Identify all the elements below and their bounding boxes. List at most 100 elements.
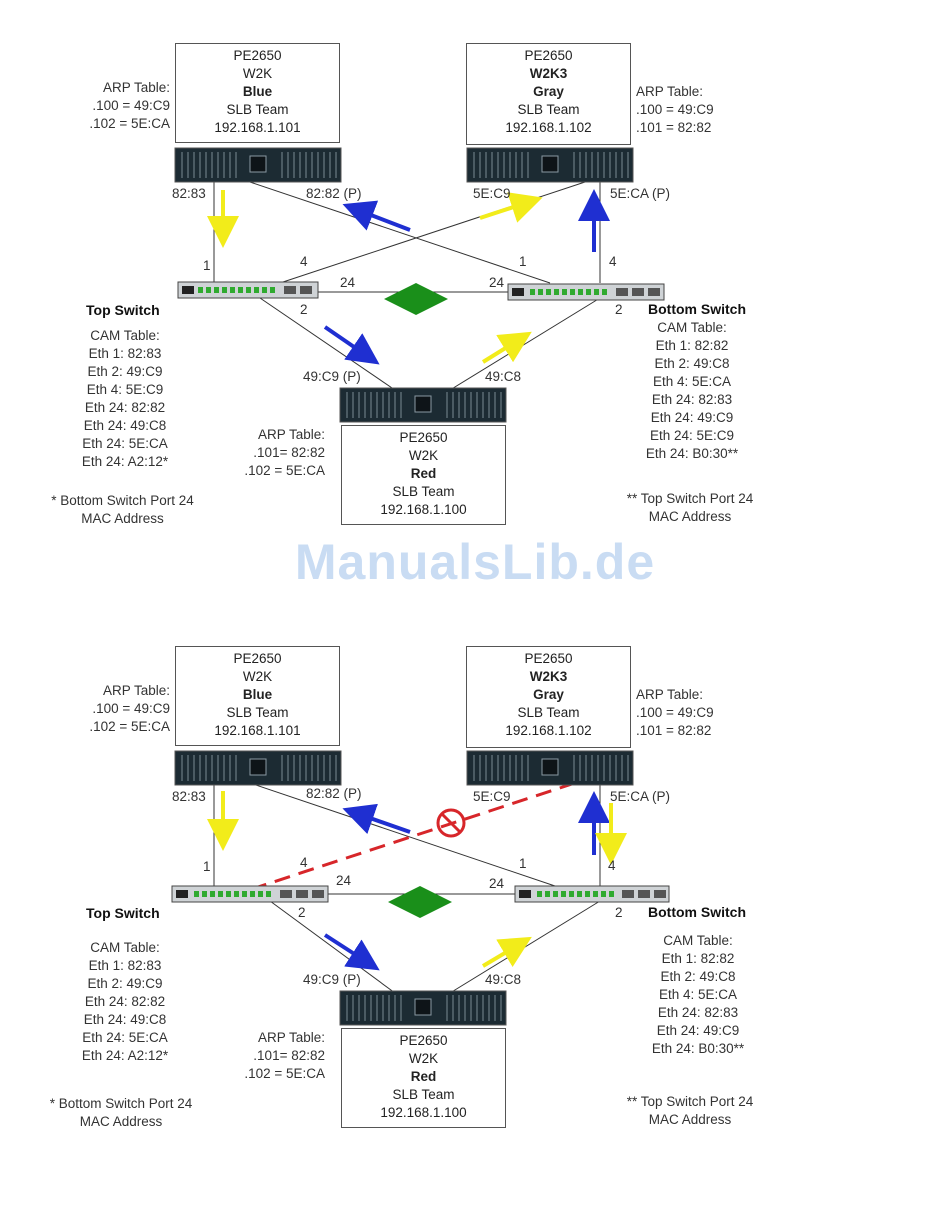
gray-team: SLB Team	[517, 705, 580, 720]
mac-gray-nic2: 5E:CA (P)	[610, 789, 671, 804]
gray-os: W2K3	[529, 669, 568, 684]
arrow-blue-to-blue	[342, 200, 411, 232]
diagram-2-graphics	[171, 750, 670, 1026]
mac-gray-nic1: 5E:C9	[473, 789, 511, 804]
gray-name: Gray	[533, 84, 564, 99]
cam-top-entry: Eth 24: 82:82	[84, 994, 166, 1009]
cam-table-top: CAM Table: Eth 1: 82:83 Eth 2: 49:C9 Eth…	[60, 327, 190, 471]
footnote-top-line: MAC Address	[81, 511, 164, 526]
footnote-bottom-line: MAC Address	[648, 1112, 732, 1127]
red-name: Red	[410, 1069, 437, 1084]
mac-red-nic1: 49:C9 (P)	[303, 369, 361, 384]
cam-top-entry: Eth 24: A2:12*	[81, 1048, 169, 1063]
mac-red-nic2: 49:C8	[485, 369, 522, 384]
arp-gray-title: ARP Table:	[636, 687, 704, 702]
mac-gray-nic1: 5E:C9	[473, 186, 511, 201]
cam-top-entry: Eth 24: A2:12*	[81, 454, 169, 469]
cam-top-entry: Eth 24: 5E:CA	[82, 1030, 168, 1045]
red-model: PE2650	[399, 430, 448, 445]
arp-gray-entry: .100 = 49:C9	[636, 705, 714, 720]
cam-top-entry: Eth 24: 5E:CA	[82, 436, 168, 451]
footnote-bottom: ** Top Switch Port 24 MAC Address	[610, 490, 770, 526]
port-bottom-2: 2	[615, 905, 623, 920]
gray-model: PE2650	[524, 651, 573, 666]
gray-server-box: PE2650 W2K3 Gray SLB Team 192.168.1.102	[466, 646, 631, 748]
arp-blue-entry: .102 = 5E:CA	[89, 116, 170, 131]
red-ip: 192.168.1.100	[380, 502, 467, 517]
gray-ip: 192.168.1.102	[505, 723, 592, 738]
cam-bottom-entry: Eth 4: 5E:CA	[652, 374, 732, 389]
cam-bottom-entry: Eth 2: 49:C8	[660, 969, 736, 984]
link-blue-bottom-port1	[249, 782, 556, 887]
port-bottom-2: 2	[615, 302, 623, 317]
red-name: Red	[410, 466, 437, 481]
red-team: SLB Team	[392, 484, 455, 499]
link-top-red-port2	[269, 900, 396, 994]
arp-red-title: ARP Table:	[257, 427, 325, 442]
red-team: SLB Team	[392, 1087, 455, 1102]
arp-table-red: ARP Table: .101= 82:82 .102 = 5E:CA	[225, 1029, 325, 1083]
footnote-bottom-line: ** Top Switch Port 24	[626, 1094, 754, 1109]
server-gray	[466, 750, 634, 786]
footnote-top-line: MAC Address	[79, 1114, 163, 1129]
red-os: W2K	[408, 448, 439, 463]
blue-team: SLB Team	[226, 705, 289, 720]
cam-top-title: CAM Table:	[90, 328, 160, 343]
mac-gray-nic2: 5E:CA (P)	[610, 186, 671, 201]
cam-top-title: CAM Table:	[90, 940, 160, 955]
cam-top-entry: Eth 24: 49:C8	[83, 418, 167, 433]
arp-gray-entry: .100 = 49:C9	[636, 102, 714, 117]
arp-blue-title: ARP Table:	[102, 80, 170, 95]
red-model: PE2650	[399, 1033, 448, 1048]
red-server-box: PE2650 W2K Red SLB Team 192.168.1.100	[341, 1028, 506, 1128]
top-switch-device	[177, 281, 319, 299]
mac-red-nic2: 49:C8	[485, 972, 522, 987]
cam-bottom-title: CAM Table:	[657, 320, 727, 335]
arp-table-red: ARP Table: .101= 82:82 .102 = 5E:CA	[225, 426, 325, 480]
red-os: W2K	[408, 1051, 439, 1066]
port-top-24: 24	[336, 873, 352, 888]
cam-bottom-entry: Eth 1: 82:82	[655, 338, 729, 353]
port-top-4: 4	[300, 855, 308, 870]
gray-server-box: PE2650 W2K3 Gray SLB Team 192.168.1.102	[466, 43, 631, 145]
arp-blue-entry: .100 = 49:C9	[92, 701, 170, 716]
server-gray	[466, 147, 634, 183]
cam-top-entry: Eth 1: 82:83	[88, 346, 162, 361]
arrow-yellow-to-gray	[479, 192, 543, 223]
port-top-2: 2	[300, 302, 308, 317]
server-red	[339, 990, 507, 1026]
arp-blue-title: ARP Table:	[102, 683, 170, 698]
cam-bottom-entry: Eth 24: 49:C9	[650, 410, 734, 425]
footnote-bottom-line: MAC Address	[648, 509, 732, 524]
link-blue-bottom-port1	[249, 181, 551, 284]
cam-bottom-entry: Eth 24: B0:30**	[651, 1041, 745, 1056]
server-red	[339, 387, 507, 423]
port-bottom-1: 1	[519, 254, 527, 269]
diagram-normal: PE2650 W2K Blue SLB Team 192.168.1.101 P…	[0, 0, 950, 560]
blue-os: W2K	[242, 669, 273, 684]
blue-server-box: PE2650 W2K Blue SLB Team 192.168.1.101	[175, 43, 340, 143]
port-bottom-4: 4	[608, 858, 616, 873]
footnote-top-line: * Bottom Switch Port 24	[49, 1096, 193, 1111]
server-blue	[174, 147, 342, 183]
port-top-2: 2	[298, 905, 306, 920]
cam-table-bottom: CAM Table: Eth 1: 82:82 Eth 2: 49:C8 Eth…	[633, 932, 763, 1058]
arp-table-blue: ARP Table: .100 = 49:C9 .102 = 5E:CA	[70, 79, 170, 133]
footnote-bottom-line: ** Top Switch Port 24	[626, 491, 754, 506]
arrow-blue-to-blue	[342, 803, 411, 835]
mac-blue-nic1: 82:83	[172, 789, 206, 804]
link-bottom-red-port2	[449, 297, 601, 391]
gray-os: W2K3	[529, 66, 568, 81]
cam-bottom-entry: Eth 24: 5E:C9	[649, 428, 735, 443]
cam-bottom-entry: Eth 24: 82:83	[657, 1005, 739, 1020]
mac-blue-nic1: 82:83	[172, 186, 206, 201]
blue-ip: 192.168.1.101	[214, 723, 301, 738]
gray-name: Gray	[533, 687, 564, 702]
footnote-top: * Bottom Switch Port 24 MAC Address	[40, 492, 205, 528]
cam-top-entry: Eth 2: 49:C9	[87, 364, 163, 379]
arp-red-entry: .101= 82:82	[253, 445, 325, 460]
red-ip: 192.168.1.100	[380, 1105, 467, 1120]
arrow-blue-to-red	[323, 325, 380, 365]
bottom-switch-device	[507, 283, 665, 301]
diagram-link-failure: PE2650 W2K Blue SLB Team 192.168.1.101 P…	[0, 603, 950, 1163]
